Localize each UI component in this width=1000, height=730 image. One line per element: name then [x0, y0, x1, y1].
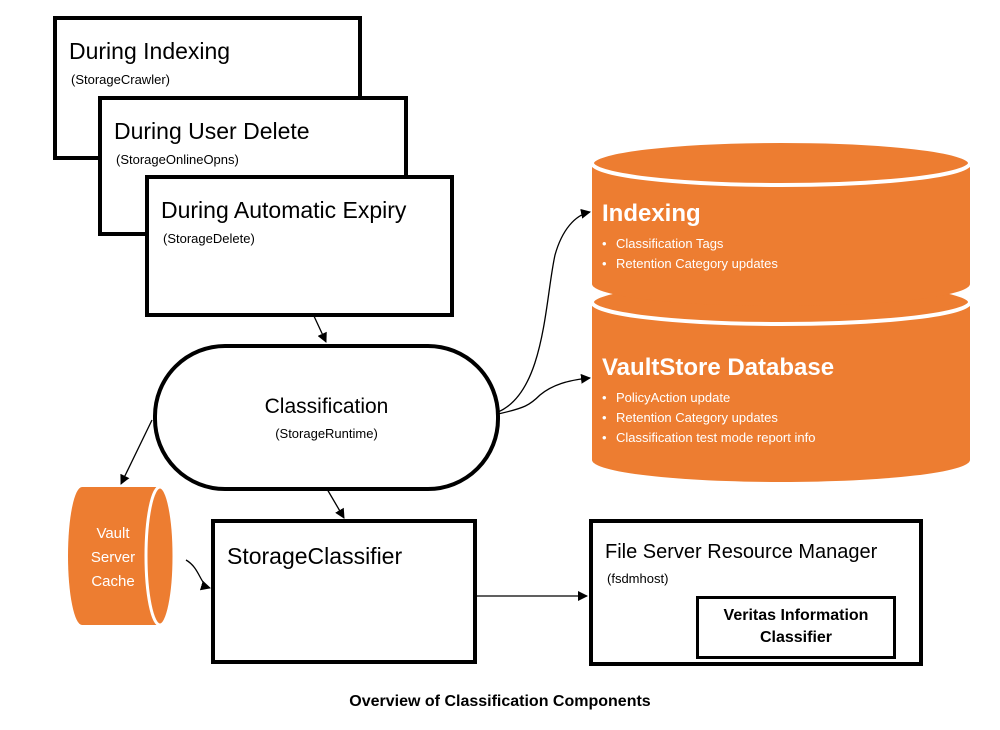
vaultstore-db-text: VaultStore Database PolicyAction update … — [602, 354, 834, 448]
during-automatic-expiry-title: During Automatic Expiry — [161, 197, 407, 223]
during-user-delete-subtitle: (StorageOnlineOpns) — [116, 152, 239, 167]
cache-label-line: Server — [90, 549, 136, 566]
fsrm-title: File Server Resource Manager — [605, 541, 878, 563]
storage-classifier-title: StorageClassifier — [227, 543, 403, 569]
during-indexing-subtitle: (StorageCrawler) — [71, 72, 170, 87]
indexing-db-bullets: Classification Tags Retention Category u… — [602, 234, 778, 274]
vaultstore-bullet: Classification test mode report info — [602, 428, 834, 448]
classification-subtitle: (StorageRuntime) — [275, 426, 378, 441]
veritas-label-line: Classifier — [759, 629, 833, 646]
veritas-label-line: Veritas Information — [723, 607, 869, 624]
during-user-delete-title: During User Delete — [114, 118, 310, 144]
fsrm-box: File Server Resource Manager (fsdmhost) … — [589, 519, 923, 666]
cache-label-line: Vault — [96, 525, 130, 542]
during-automatic-expiry-box: During Automatic Expiry (StorageDelete) — [145, 175, 454, 317]
vault-server-cache-label: Vault Server Cache — [76, 522, 150, 594]
classification-title: Classification — [264, 395, 389, 418]
vault-server-cache-cylinder — [68, 485, 176, 627]
arrow-classification-to-indexing — [497, 208, 591, 413]
diagram-caption: Overview of Classification Components — [349, 693, 651, 710]
indexing-bullet: Retention Category updates — [602, 254, 778, 274]
vaultstore-db-bullets: PolicyAction update Retention Category u… — [602, 388, 834, 448]
indexing-bullet: Classification Tags — [602, 234, 778, 254]
arrow-cache-to-storageclassifier — [185, 559, 211, 591]
arrow-classification-to-cache — [120, 419, 153, 485]
classification-node-shape — [153, 344, 500, 491]
cache-label-line: Cache — [91, 573, 135, 590]
during-indexing-title: During Indexing — [69, 38, 231, 64]
indexing-db-text: Indexing Classification Tags Retention C… — [602, 200, 778, 274]
indexing-db-title: Indexing — [602, 200, 701, 227]
vaultstore-bullet: PolicyAction update — [602, 388, 834, 408]
arrow-classification-to-storageclassifier — [326, 488, 345, 519]
storage-classifier-box: StorageClassifier — [211, 519, 477, 664]
fsrm-subtitle: (fsdmhost) — [607, 571, 669, 586]
during-automatic-expiry-subtitle: (StorageDelete) — [163, 231, 255, 246]
veritas-information-classifier-box: Veritas Information Classifier — [696, 596, 896, 659]
vaultstore-db-title: VaultStore Database — [602, 354, 835, 381]
vaultstore-bullet: Retention Category updates — [602, 408, 834, 428]
arrow-classification-to-vaultstore — [497, 373, 591, 415]
